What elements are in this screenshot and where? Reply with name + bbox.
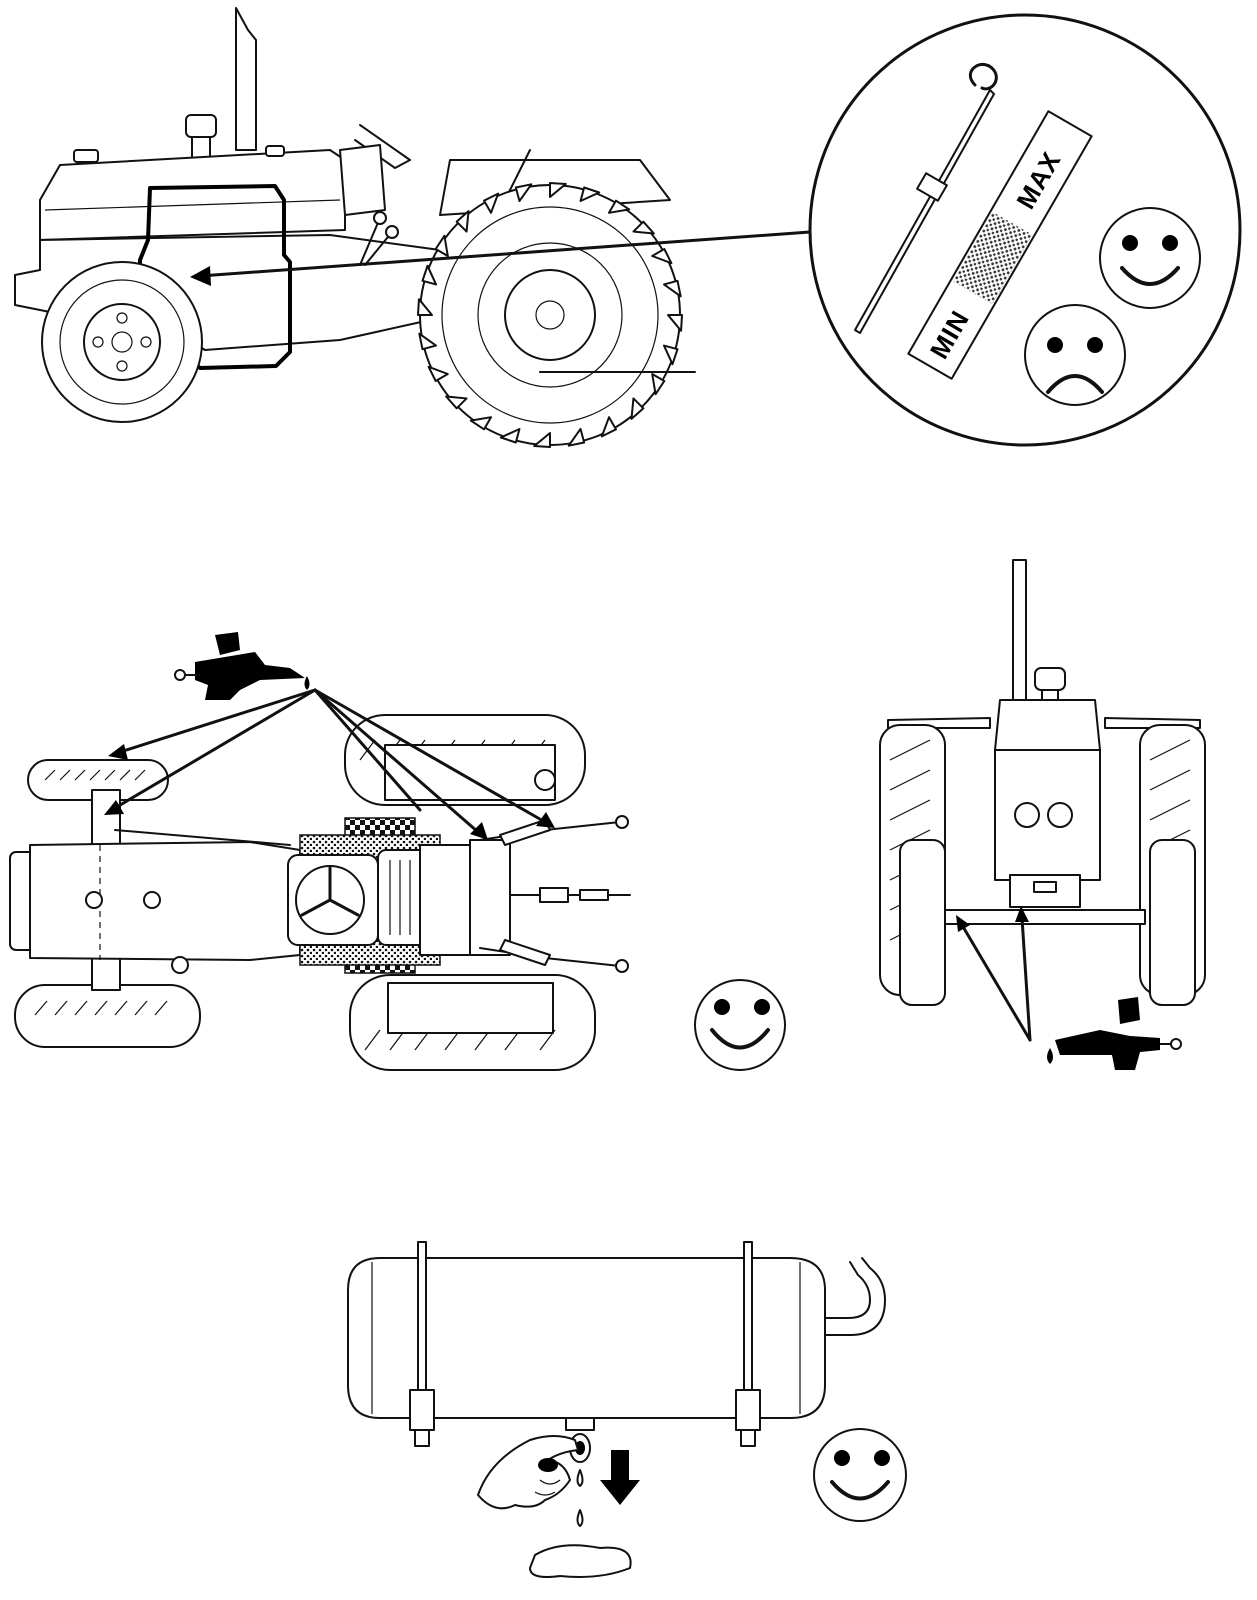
tread-lug: [434, 234, 449, 257]
tractor-top-view: [9, 714, 631, 1071]
tread-lug: [469, 416, 492, 431]
tractor-front-view: [879, 559, 1206, 1042]
tread-lug: [427, 365, 449, 382]
tread-lug: [667, 314, 683, 332]
tread-lug: [421, 264, 438, 286]
tread-lug: [651, 248, 673, 265]
water-drops: [529, 1469, 632, 1578]
tread-lug: [483, 192, 500, 214]
grease-gun-icon: [1047, 997, 1182, 1070]
tread-lug: [418, 332, 438, 351]
top-view-panel: [0, 600, 820, 1100]
oil-drop-icon: [1047, 1048, 1053, 1064]
tread-lug: [514, 183, 533, 203]
tread-lug: [549, 182, 567, 198]
tread-lug: [499, 427, 521, 444]
happy-face-icon: [694, 979, 786, 1071]
tread-lug: [445, 395, 468, 410]
oil-level-gauge: MIN MAX: [907, 110, 1093, 380]
tread-lug: [662, 279, 682, 298]
side-view-panel: MIN MAX: [0, 0, 1257, 470]
grease-gun-icon: [174, 632, 310, 700]
tread-lug: [632, 220, 655, 235]
tread-lug: [567, 427, 586, 447]
drain-arrow-icon: [600, 1450, 640, 1505]
happy-face-icon: [1099, 207, 1201, 309]
tread-lug: [417, 298, 433, 316]
dipstick-callout: MIN MAX: [808, 13, 1242, 447]
hand-icon: [477, 1435, 579, 1510]
tread-lug: [662, 344, 679, 366]
sad-face-icon: [1024, 304, 1126, 406]
oil-drop-icon: [304, 676, 310, 690]
rear-tire-tread: [417, 182, 683, 448]
tread-lug: [651, 373, 666, 396]
tread-lug: [455, 210, 470, 233]
tread-lug: [630, 397, 645, 420]
tread-lug: [533, 432, 551, 448]
tread-lug: [600, 416, 617, 438]
tread-lug: [608, 199, 631, 214]
tread-lug: [579, 186, 601, 203]
dipstick: [854, 62, 998, 334]
air-tank: [347, 1241, 886, 1463]
happy-face-icon: [813, 1428, 907, 1522]
front-view-panel: [870, 555, 1210, 1085]
grease-arrows: [104, 688, 555, 840]
tractor-side-view: [14, 7, 812, 448]
air-tank-panel: [340, 1230, 940, 1600]
